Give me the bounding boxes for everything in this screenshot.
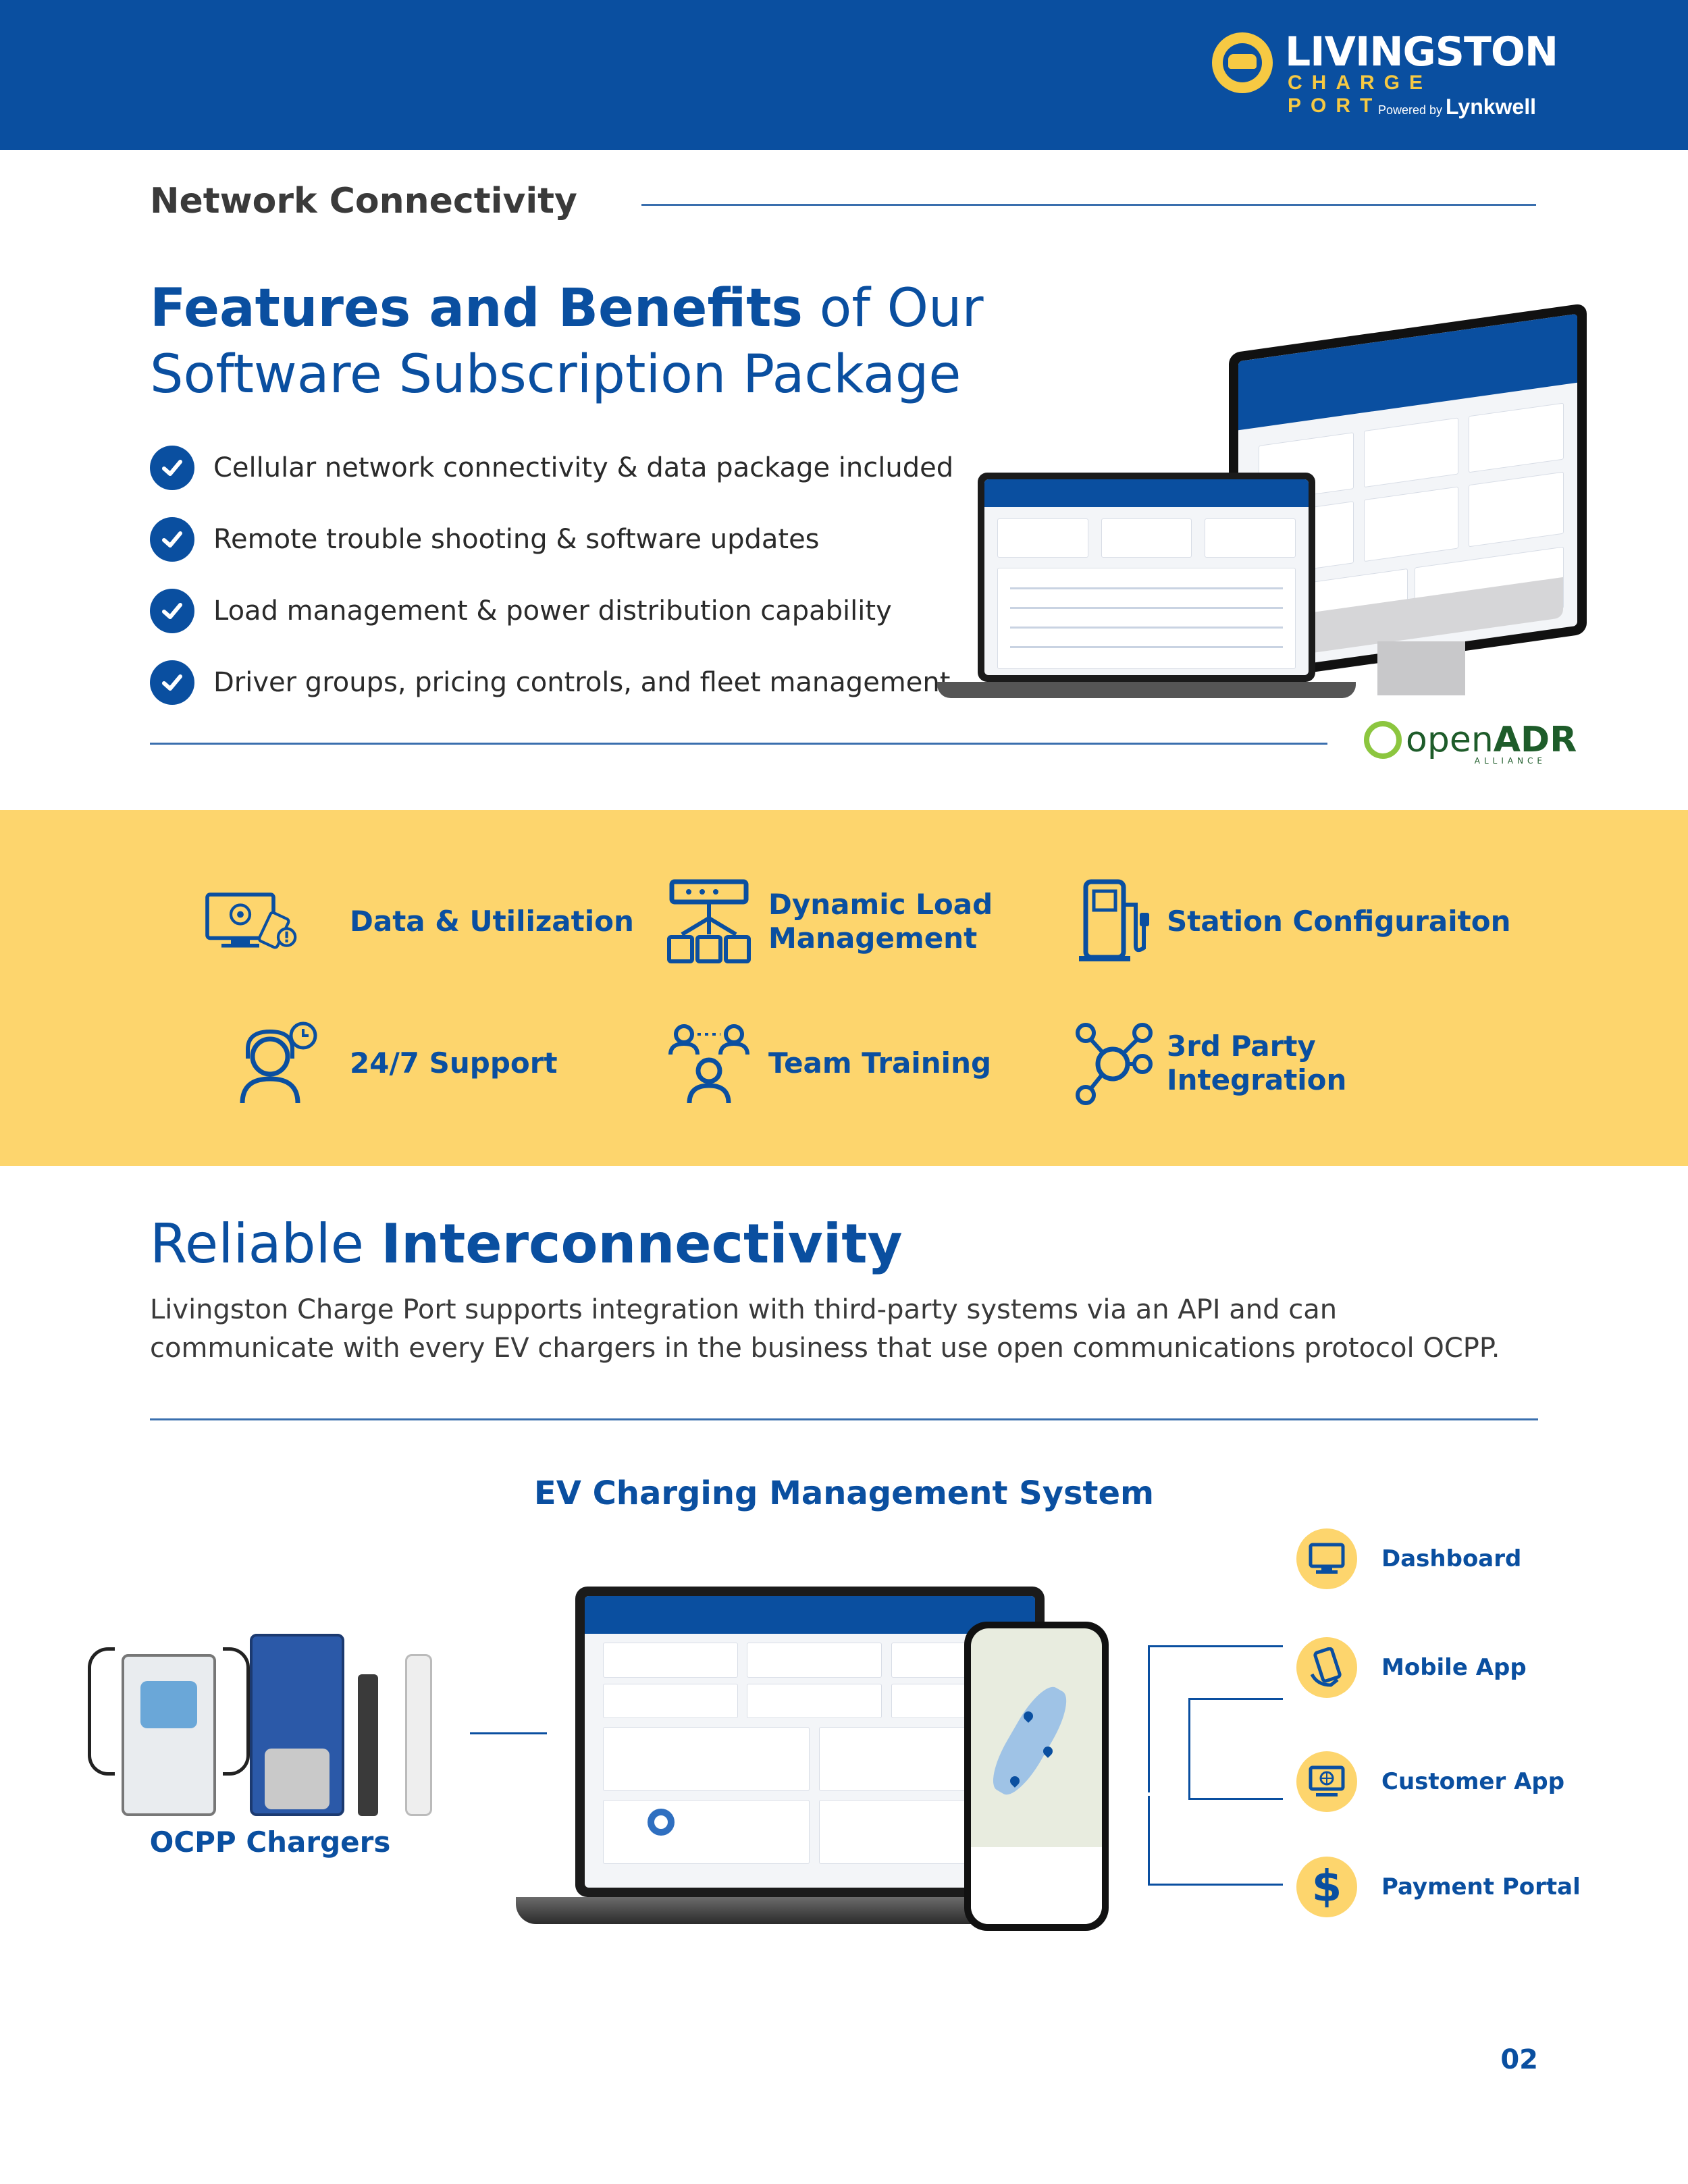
feature-training: Team Training	[662, 1019, 991, 1107]
feature-label-line1: Dynamic Load	[768, 888, 993, 921]
feature-label-line2: Management	[768, 922, 978, 955]
feature-support: 24/7 Support	[230, 1019, 558, 1107]
section-kicker: Network Connectivity	[150, 181, 577, 221]
divider	[150, 743, 1327, 745]
list-item-text: Remote trouble shooting & software updat…	[213, 524, 820, 555]
output-dashboard[interactable]: Dashboard	[1296, 1528, 1521, 1589]
team-icon	[662, 1019, 756, 1107]
dollar-icon: $	[1296, 1857, 1357, 1917]
list-item: Driver groups, pricing controls, and fle…	[150, 647, 960, 718]
powered-by: Powered by Lynkwell	[1378, 95, 1536, 119]
feature-dynamic-load: Dynamic Load Management	[662, 878, 993, 965]
page-title: Features and Benefits of Our Software Su…	[150, 275, 1028, 408]
divider	[641, 204, 1536, 206]
list-item-text: Load management & power distribution cap…	[213, 595, 892, 627]
connector-line	[1188, 1698, 1190, 1751]
section-title: Reliable Interconnectivity	[150, 1213, 903, 1275]
headline-strong: Features and Benefits	[150, 278, 803, 339]
output-mobile-app[interactable]: Mobile App	[1296, 1637, 1527, 1698]
partner-bold: ADR	[1493, 720, 1577, 760]
connector-line	[470, 1732, 547, 1734]
output-label: Mobile App	[1381, 1654, 1527, 1681]
feature-station-config: Station Configuraiton	[1074, 878, 1510, 965]
output-label: Payment Portal	[1381, 1873, 1581, 1900]
brand-logo[interactable]: LIVINGSTON CHARGE PORT Powered by Lynkwe…	[1212, 27, 1558, 128]
list-item: Remote trouble shooting & software updat…	[150, 504, 960, 575]
check-icon	[150, 660, 194, 705]
partner-sub: ALLIANCE	[1474, 756, 1546, 766]
page-number: 02	[1500, 2044, 1538, 2075]
brand-sub: CHARGE PORT	[1288, 72, 1433, 117]
output-label: Customer App	[1381, 1768, 1565, 1795]
support-agent-icon	[230, 1019, 324, 1107]
benefit-list: Cellular network connectivity & data pac…	[150, 432, 960, 718]
monitor-gear-icon	[203, 878, 297, 965]
brand-name: LIVINGSTON	[1285, 28, 1558, 76]
ocpp-chargers-image	[81, 1634, 446, 1816]
features-band: Data & Utilization Dynamic Load Manageme…	[0, 810, 1688, 1166]
connector-line	[1148, 1645, 1150, 1792]
phone-hand-icon	[1296, 1637, 1357, 1698]
output-payment-portal[interactable]: $ Payment Portal	[1296, 1857, 1581, 1917]
output-customer-app[interactable]: Customer App	[1296, 1751, 1564, 1812]
feature-label: 3rd Party Integration	[1167, 1030, 1346, 1097]
headline-line2: Software Subscription Package	[150, 344, 961, 405]
powered-by-label: Powered by	[1377, 103, 1443, 117]
list-item-text: Cellular network connectivity & data pac…	[213, 452, 954, 483]
check-icon	[150, 589, 194, 633]
list-item: Cellular network connectivity & data pac…	[150, 432, 960, 504]
openadr-logo: openADR ALLIANCE	[1364, 717, 1577, 766]
list-item-text: Driver groups, pricing controls, and fle…	[213, 667, 951, 698]
load-distribution-icon	[662, 878, 756, 965]
connector-line	[1148, 1796, 1150, 1884]
feature-label: Data & Utilization	[350, 905, 634, 938]
connector-line	[1188, 1751, 1190, 1798]
check-icon	[150, 446, 194, 490]
laptop-image	[978, 473, 1315, 682]
headline-rest: of Our	[802, 278, 984, 339]
feature-integration: 3rd Party Integration	[1074, 1019, 1346, 1107]
section-body: Livingston Charge Port supports integrat…	[150, 1294, 1500, 1364]
connector-line	[1148, 1645, 1283, 1647]
connector-line	[1148, 1884, 1283, 1886]
globe-monitor-icon	[1296, 1751, 1357, 1812]
partner-light: open	[1406, 720, 1494, 760]
car-badge-icon	[1212, 32, 1273, 93]
feature-label-line1: 3rd Party	[1167, 1030, 1316, 1063]
ocpp-label: OCPP Chargers	[149, 1826, 391, 1859]
list-item: Load management & power distribution cap…	[150, 575, 960, 647]
feature-label: Station Configuraiton	[1167, 905, 1510, 938]
feature-label: 24/7 Support	[350, 1046, 558, 1080]
monitor-stand	[1377, 641, 1465, 695]
monitor-icon	[1296, 1528, 1357, 1589]
header-bar	[0, 0, 1688, 150]
section-title-strong: Interconnectivity	[381, 1213, 903, 1275]
diagram-title: EV Charging Management System	[533, 1474, 1155, 1512]
check-icon	[150, 517, 194, 562]
feature-label: Team Training	[768, 1046, 991, 1080]
powered-brand: Lynkwell	[1446, 95, 1536, 119]
feature-label: Dynamic Load Management	[768, 888, 993, 955]
feature-label-line1: 24/7 Support	[350, 1046, 558, 1080]
divider	[150, 1418, 1538, 1420]
integration-nodes-icon	[1074, 1019, 1155, 1107]
openadr-ring-icon	[1364, 721, 1402, 759]
connector-line	[1188, 1698, 1283, 1700]
section-title-light: Reliable	[150, 1213, 381, 1275]
mobile-app-image	[964, 1622, 1109, 1931]
output-label: Dashboard	[1381, 1545, 1522, 1572]
feature-label-line2: Integration	[1167, 1063, 1347, 1096]
feature-data-utilization: Data & Utilization	[203, 878, 634, 965]
feature-label-line1: Station Configuraiton	[1167, 905, 1511, 938]
feature-label-line1: Team Training	[768, 1046, 992, 1080]
laptop-base	[937, 682, 1356, 698]
connector-line	[1188, 1798, 1283, 1800]
feature-label-line1: Data & Utilization	[350, 905, 634, 938]
charging-station-icon	[1074, 878, 1155, 965]
